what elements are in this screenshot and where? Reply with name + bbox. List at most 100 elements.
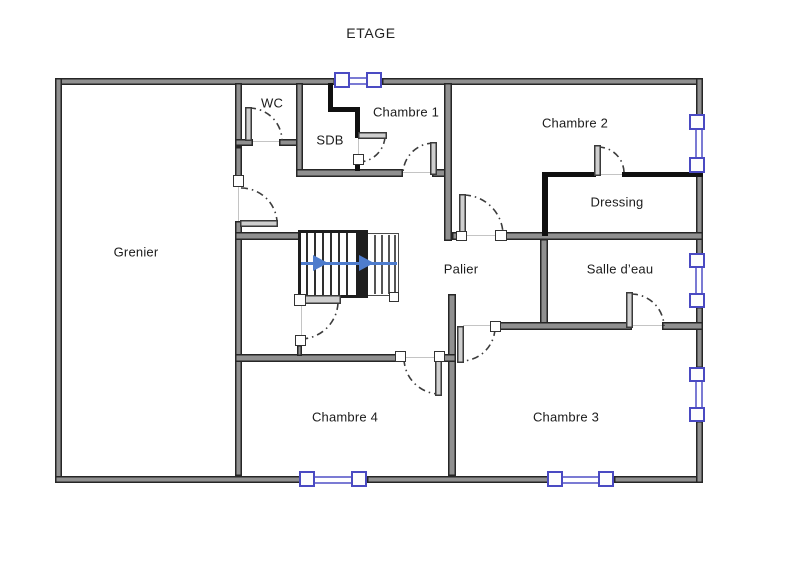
door-leaf-chambre4 (435, 358, 442, 396)
wall-chambre3-chambre4-divider (448, 294, 456, 476)
room-label-sdb: SDB (316, 132, 344, 148)
threshold-chambre4 (404, 357, 436, 358)
window-glazing-right-lower (695, 381, 703, 408)
window-frame-icon (689, 114, 705, 130)
jamb-chambre4-left (395, 351, 406, 362)
window-glazing-bottom-left (314, 476, 352, 484)
room-label-chambre1: Chambre 1 (372, 104, 440, 120)
stair-direction-arrow-icon (313, 254, 328, 271)
wall-wc-bottom-right (279, 139, 303, 146)
door-arc-dressing (597, 146, 625, 173)
wall-outer-bottom-right (614, 476, 703, 483)
wall-outer-right-1 (696, 78, 703, 116)
door-arc-wc (248, 107, 283, 141)
wall-dressing-top-right (622, 172, 703, 177)
door-arc-chambre3 (462, 328, 496, 362)
door-leaf-stair (299, 295, 341, 304)
stair-tread (374, 235, 376, 294)
threshold-salle-eau (632, 325, 663, 326)
door-leaf-chambre1 (430, 142, 437, 175)
door-arc-salle-eau (630, 293, 665, 327)
wall-outer-bottom-mid (367, 476, 549, 483)
wall-wc-right (296, 83, 303, 177)
door-leaf-salle-eau (626, 292, 633, 328)
wall-chambre4-top-right (435, 354, 456, 362)
jamb-sdb (353, 154, 364, 165)
room-label-chambre4: Chambre 4 (311, 409, 379, 425)
door-arc-grenier (240, 187, 278, 222)
door-leaf-dressing (594, 145, 601, 176)
window-frame-icon (689, 157, 705, 173)
window-glazing-right-upper (695, 129, 703, 158)
room-label-grenier: Grenier (113, 244, 159, 260)
threshold-wc (252, 141, 280, 142)
threshold-sdb (358, 138, 359, 155)
stair-tread (394, 235, 396, 294)
wall-grenier-upper (235, 83, 242, 147)
wall-outer-right-3 (696, 307, 703, 368)
wall-outer-bottom-left (55, 476, 301, 483)
stair-direction-arrow-icon (359, 254, 374, 271)
wall-chambre1-bottom (432, 169, 452, 177)
window-frame-icon (547, 471, 563, 487)
wall-dressing-top-left (542, 172, 596, 177)
stair-direction-line (301, 262, 397, 265)
wall-sdb-bottom (296, 169, 403, 177)
wall-outer-left (55, 78, 62, 483)
door-leaf-chambre2 (459, 194, 466, 235)
threshold-stair-door (301, 304, 302, 336)
wall-sdb-step-2 (328, 107, 360, 112)
wall-wc-bottom-left (235, 139, 253, 146)
window-glazing-top (349, 77, 367, 85)
threshold-chambre1 (403, 172, 431, 173)
jamb-stair-lower (295, 335, 306, 346)
room-label-chambre2: Chambre 2 (541, 115, 609, 131)
door-leaf-grenier (240, 220, 278, 227)
door-leaf-wc (245, 107, 252, 141)
wall-grenier-mid (235, 147, 242, 181)
threshold-dressing (600, 174, 623, 175)
wall-chambre4-top-left (235, 354, 404, 362)
wall-grenier-lower (235, 221, 242, 476)
window-frame-icon (689, 367, 705, 382)
window-frame-icon (689, 293, 705, 308)
jamb-chambre4-right (434, 351, 445, 362)
jamb-chambre2-right (495, 230, 507, 241)
wall-chambre3-top-left (491, 322, 632, 330)
window-frame-icon (689, 407, 705, 422)
window-frame-icon (334, 72, 350, 88)
room-label-chambre3: Chambre 3 (532, 409, 600, 425)
threshold-grenier (238, 186, 239, 221)
jamb-grenier (233, 175, 244, 187)
wall-outer-right-2 (696, 172, 703, 255)
window-frame-icon (689, 253, 705, 268)
door-leaf-sdb (358, 132, 387, 139)
wall-sdb-step-4 (355, 160, 360, 171)
wall-stair-door-stub (297, 345, 302, 356)
window-glazing-bottom-right (562, 476, 599, 484)
threshold-chambre3 (463, 325, 491, 326)
wall-palier-dressing-bottom (504, 232, 703, 240)
wall-chambre1-chambre2-divider (444, 83, 452, 241)
door-arc-chambre4 (403, 358, 440, 395)
room-label-dressing: Dressing (590, 194, 644, 210)
room-label-salle-eau: Salle d’eau (586, 261, 654, 277)
wall-dressing-left (542, 172, 548, 236)
door-leaf-chambre3 (457, 326, 464, 363)
wall-stair-corridor (235, 232, 301, 240)
wall-outer-right-4 (696, 421, 703, 483)
window-frame-icon (299, 471, 315, 487)
threshold-chambre2 (466, 235, 496, 236)
window-frame-icon (598, 471, 614, 487)
room-label-wc: WC (260, 95, 284, 111)
jamb-stair-leaf (294, 294, 306, 306)
window-frame-icon (351, 471, 367, 487)
door-arc-chambre2 (463, 194, 504, 235)
door-arc-stair (301, 302, 339, 340)
staircase-upper-flight (366, 233, 399, 296)
jamb-chambre2-left (456, 231, 467, 241)
page-title: ETAGE (346, 25, 396, 41)
stair-tread (381, 235, 383, 294)
